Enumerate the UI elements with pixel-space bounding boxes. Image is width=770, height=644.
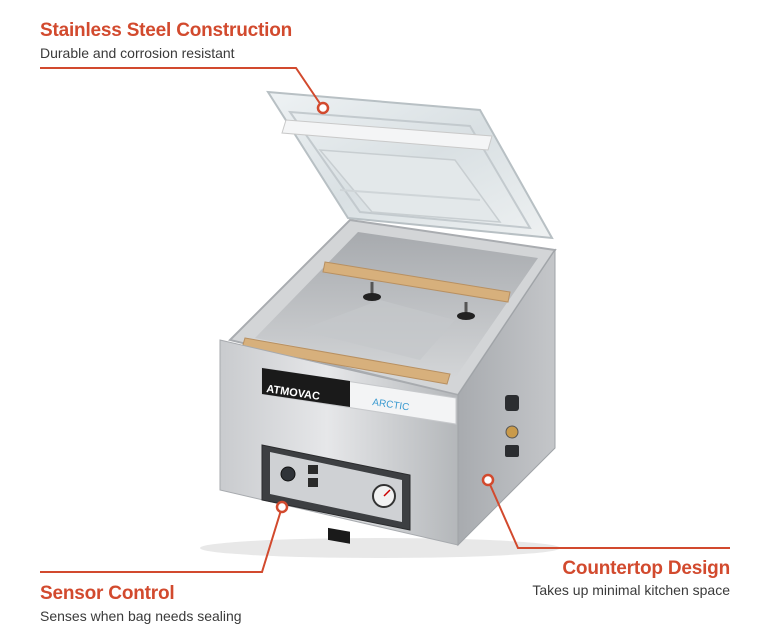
callout-lines: [40, 67, 730, 573]
panel-button-2[interactable]: [308, 478, 318, 487]
transparent-lid: [266, 90, 554, 240]
callout-dot-icon: [316, 101, 330, 115]
led-display: [328, 527, 350, 544]
side-connector: [505, 395, 519, 457]
callout-subtitle-countertop: Takes up minimal kitchen space: [532, 582, 730, 598]
control-panel: [261, 444, 411, 544]
seal-bar-back: [322, 261, 511, 303]
callout-dot-icon: [481, 473, 495, 487]
callout-dot-icon: [275, 500, 289, 514]
chamber-knob-left: [363, 282, 381, 301]
panel-button-1[interactable]: [308, 465, 318, 474]
callout-title-stainless: Stainless Steel Construction: [40, 20, 293, 41]
callout-title-countertop: Countertop Design: [562, 558, 730, 579]
callout-subtitle-sensor: Senses when bag needs sealing: [40, 608, 242, 624]
model-label: ARCTIC: [372, 397, 410, 413]
power-knob-icon[interactable]: [280, 466, 296, 482]
seal-bar-front: [241, 337, 451, 385]
callout-subtitle-stainless: Durable and corrosion resistant: [40, 45, 235, 61]
chamber-knob-right: [457, 302, 475, 320]
callout-title-sensor: Sensor Control: [40, 583, 175, 604]
